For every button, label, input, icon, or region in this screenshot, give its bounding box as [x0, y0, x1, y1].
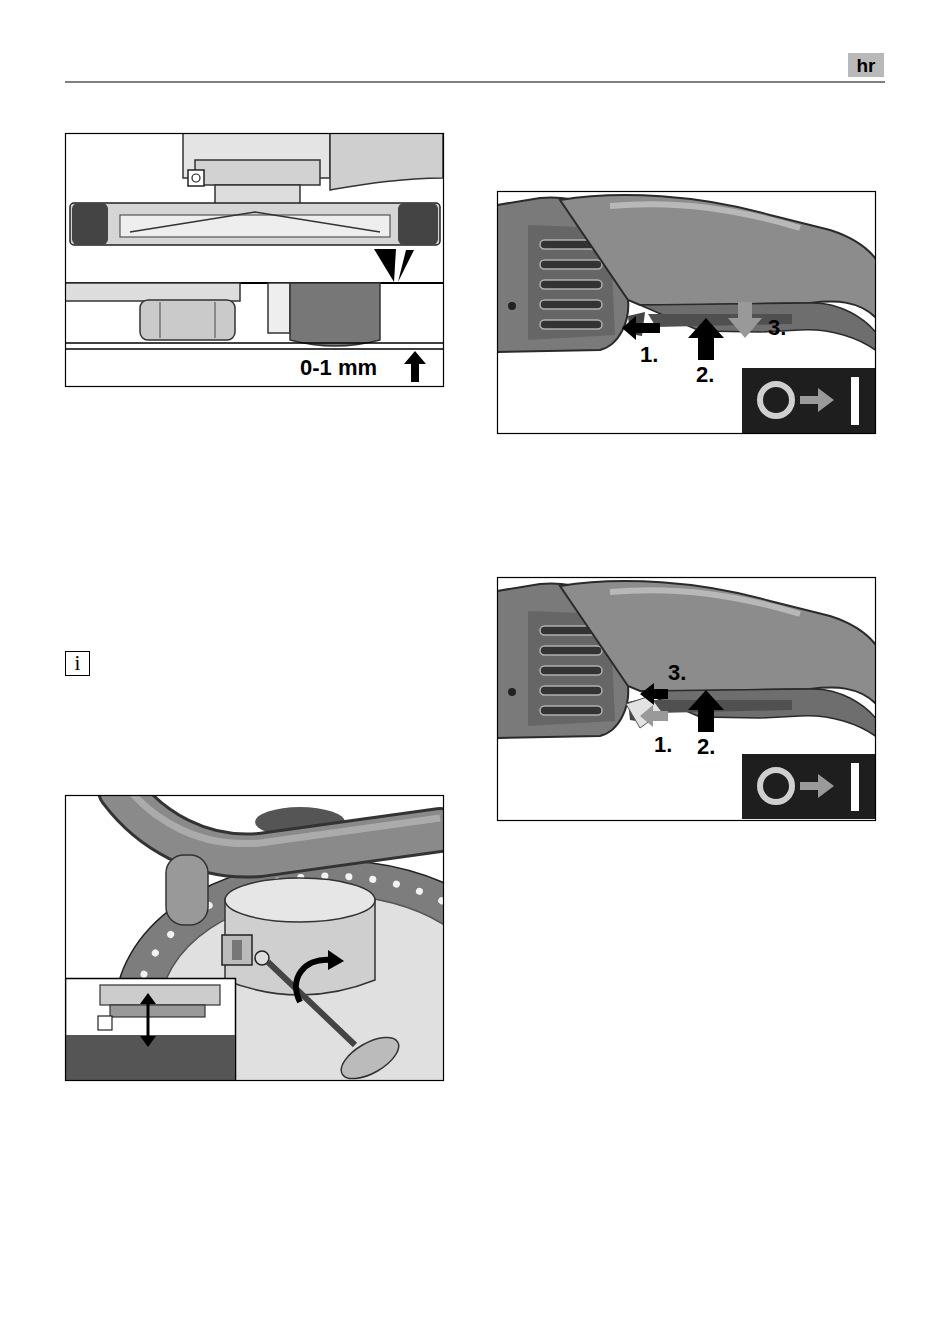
adjust-figure	[65, 795, 443, 1080]
header-rule	[65, 82, 885, 83]
inset-head	[100, 985, 220, 1005]
turn-arrowhead	[328, 950, 344, 970]
figure-frame	[498, 578, 876, 821]
grinder-body	[497, 195, 875, 433]
inset-disc	[66, 1035, 235, 1080]
collar	[195, 160, 320, 185]
guard-edge	[290, 283, 380, 346]
height-arrowhead	[140, 1036, 156, 1047]
pointer-wedge	[374, 249, 396, 282]
handle-highlight	[125, 795, 440, 844]
guard-rim	[72, 203, 108, 245]
side-handle	[166, 855, 208, 925]
work-surface	[65, 348, 443, 350]
clamp	[222, 935, 252, 965]
figure-frame	[66, 134, 444, 387]
disc-profile	[130, 212, 380, 232]
node-text: i	[75, 653, 81, 674]
clamp-screw	[188, 170, 204, 186]
gear-head-top	[225, 878, 375, 922]
gap-arrow	[404, 351, 426, 382]
step-arrow	[622, 316, 660, 340]
step-arrow	[640, 705, 668, 727]
height-arrowhead	[140, 993, 156, 1004]
height-arrow	[147, 1000, 150, 1040]
work-surface	[65, 342, 443, 344]
nut	[140, 300, 235, 340]
disc	[120, 215, 390, 237]
step-arrow	[688, 690, 724, 732]
pointer-wedge	[398, 250, 414, 282]
screw-head	[192, 174, 200, 182]
inset-flange	[110, 1005, 205, 1017]
switch-figure	[497, 191, 875, 433]
guard-plate	[70, 203, 440, 245]
key-shaft	[268, 962, 355, 1045]
key-handle	[335, 1029, 405, 1080]
guard-rim	[398, 203, 438, 245]
node-text: hr	[857, 56, 876, 75]
figure-frame	[66, 796, 444, 1081]
nut-edge	[159, 302, 161, 338]
guard-wall	[268, 283, 290, 333]
figure-ground	[65, 133, 443, 386]
dimension-label: 0-1 mm	[300, 355, 377, 380]
inset-screw	[98, 1016, 112, 1030]
inset-frame	[66, 979, 236, 1080]
step-number: 2.	[697, 734, 715, 759]
figure-frame	[498, 192, 876, 434]
language-badge: hr	[848, 53, 884, 77]
switch-lock-figure	[497, 577, 875, 820]
step-arrow	[728, 302, 762, 338]
screw	[255, 951, 269, 965]
step-number: 3.	[668, 660, 686, 685]
step-arrow	[640, 683, 668, 705]
nut-edge	[214, 302, 216, 338]
spindle	[215, 185, 300, 205]
flange	[65, 283, 240, 301]
step-number: 1.	[654, 732, 672, 757]
step-number: 2.	[696, 362, 714, 387]
grinder-body	[497, 581, 875, 819]
info-icon: i	[65, 651, 90, 676]
guard-figure	[65, 133, 443, 386]
step-arrow	[688, 318, 724, 360]
step-number: 1.	[640, 342, 658, 367]
clamp-slot	[232, 940, 242, 960]
step-number: 3.	[768, 315, 786, 340]
gear-housing	[330, 133, 443, 190]
turn-arrow	[296, 960, 330, 1002]
